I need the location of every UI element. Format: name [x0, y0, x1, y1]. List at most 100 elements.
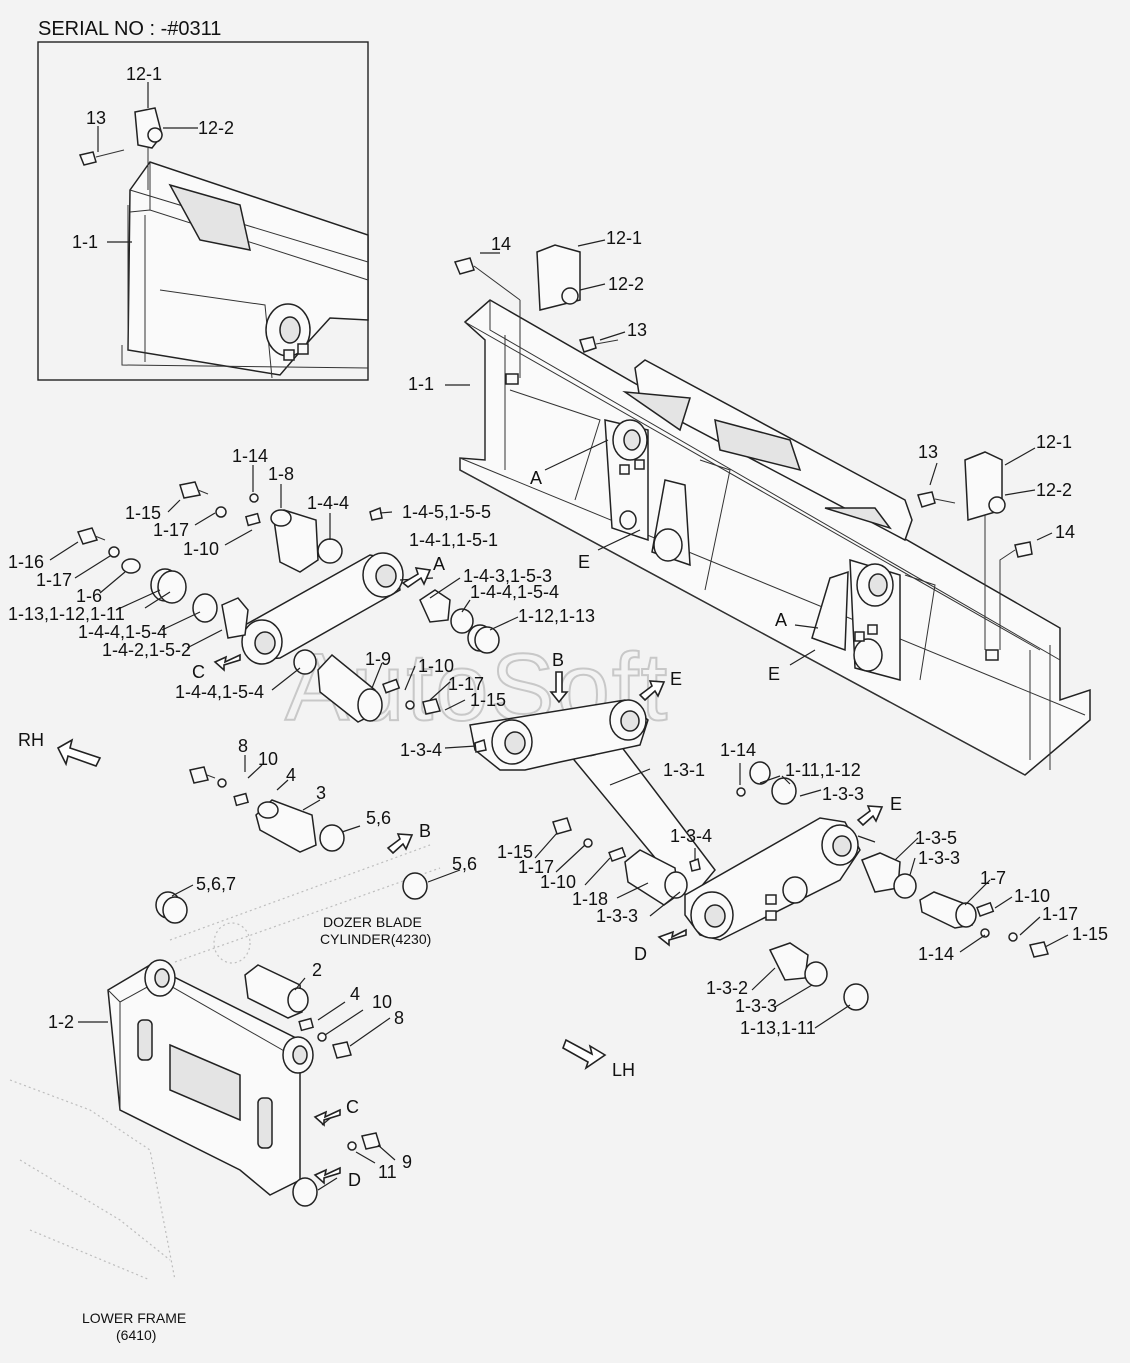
blade-label: 14 — [491, 234, 511, 254]
inset-panel: 12-1 13 12-2 1-1 — [37, 41, 369, 381]
inset-label: 1-1 — [72, 232, 98, 252]
cylinder-pin-group: 8 10 4 3 5,6 B 5,6 5,6,7 DOZER BLADE CYL… — [155, 736, 477, 964]
frame-label: 1-17 — [1042, 904, 1078, 924]
link-label: 1-12,1-13 — [518, 606, 595, 626]
lower-label: D — [348, 1170, 361, 1190]
cylinder-label: 10 — [258, 749, 278, 769]
lower-label: 4 — [350, 984, 360, 1004]
link-label: 1-16 — [8, 552, 44, 572]
link-label: C — [192, 662, 205, 682]
cylinder-label: 3 — [316, 783, 326, 803]
lower-label: C — [346, 1097, 359, 1117]
link-label: 1-9 — [365, 649, 391, 669]
upper-link-assembly: 1-14 1-8 1-15 1-17 1-10 1-4-4 1-4-5,1-5-… — [8, 446, 682, 723]
link-label: 1-10 — [418, 656, 454, 676]
frame-label: 1-3-3 — [735, 996, 777, 1016]
frame-label: E — [890, 794, 902, 814]
lower-label: 11 — [378, 1162, 397, 1182]
link-label: 1-4-5,1-5-5 — [402, 502, 491, 522]
lower-frame-note: (6410) — [116, 1327, 156, 1343]
link-label: 1-4-4,1-5-4 — [78, 622, 167, 642]
serial-number-title: SERIAL NO : -#0311 — [38, 18, 221, 40]
blade-label: A — [775, 610, 787, 630]
dozer-blade-assembly: 14 12-1 12-2 13 1-1 A 13 12-1 12-2 14 E … — [408, 228, 1091, 776]
cylinder-label: 4 — [286, 765, 296, 785]
link-label: 1-15 — [125, 503, 161, 523]
link-label: 1-4-3,1-5-3 — [463, 566, 552, 586]
frame-label: 1-10 — [1014, 886, 1050, 906]
inset-label: 12-2 — [198, 118, 234, 138]
cylinder-label: 5,6 — [366, 808, 391, 828]
link-label: 1-17 — [448, 674, 484, 694]
link-label: 1-4-4,1-5-4 — [470, 582, 559, 602]
link-label: 1-4-1,1-5-1 — [409, 530, 498, 550]
frame-label: D — [634, 944, 647, 964]
frame-label: 1-3-3 — [822, 784, 864, 804]
blade-label: 13 — [627, 320, 647, 340]
frame-label: 1-3-4 — [670, 826, 712, 846]
link-label: 1-13,1-12,1-11 — [8, 604, 125, 624]
frame-label: 1-15 — [497, 842, 533, 862]
lower-label: 2 — [312, 960, 322, 980]
frame-label: 1-3-5 — [915, 828, 957, 848]
blade-label: 1-1 — [408, 374, 434, 394]
link-label: 1-6 — [76, 586, 102, 606]
rh-direction-label: RH — [18, 730, 44, 750]
lower-frame-note: LOWER FRAME — [82, 1310, 186, 1326]
cylinder-note: CYLINDER(4230) — [320, 931, 431, 947]
lh-arrow-icon — [562, 1038, 607, 1071]
link-label: B — [552, 650, 564, 670]
frame-label: 1-3-4 — [400, 740, 442, 760]
lh-direction-label: LH — [612, 1060, 635, 1080]
lower-label: 1-2 — [48, 1012, 74, 1032]
frame-label: 1-10 — [540, 872, 576, 892]
frame-label: 1-11,1-12 — [785, 760, 861, 780]
blade-label: E — [578, 552, 590, 572]
blade-label: 14 — [1055, 522, 1075, 542]
link-label: 1-8 — [268, 464, 294, 484]
frame-label: 1-15 — [1072, 924, 1108, 944]
inset-label: 13 — [86, 108, 106, 128]
frame-label: 1-7 — [980, 868, 1006, 888]
frame-label: 1-3-3 — [918, 848, 960, 868]
frame-label: 1-17 — [518, 857, 554, 877]
blade-label: 13 — [918, 442, 938, 462]
link-label: E — [670, 669, 682, 689]
frame-label: 1-18 — [572, 889, 608, 909]
frame-label: 1-3-3 — [596, 906, 638, 926]
link-label: 1-17 — [153, 520, 189, 540]
link-label: 1-14 — [232, 446, 268, 466]
cylinder-note: DOZER BLADE — [323, 914, 422, 930]
frame-label: 1-14 — [720, 740, 756, 760]
link-label: 1-4-4,1-5-4 — [175, 682, 264, 702]
lower-frame-bracket: 2 4 10 8 1-2 C 9 11 D LOWER FRAME (6410) — [9, 959, 412, 1343]
link-label: 1-4-4 — [307, 493, 349, 513]
lower-label: 8 — [394, 1008, 404, 1028]
link-label: 1-4-2,1-5-2 — [102, 640, 191, 660]
blade-label: A — [530, 468, 542, 488]
cylinder-label: 5,6,7 — [196, 874, 236, 894]
frame-label: 1-14 — [918, 944, 954, 964]
frame-label: 1-13,1-11 — [740, 1018, 816, 1038]
orientation-indicators: RH LH — [18, 730, 635, 1080]
cylinder-label: B — [419, 821, 431, 841]
rh-arrow-icon — [56, 738, 102, 767]
blade-label: 12-2 — [1036, 480, 1072, 500]
inset-label: 12-1 — [126, 64, 162, 84]
blade-label: 12-2 — [608, 274, 644, 294]
blade-label: E — [768, 664, 780, 684]
link-label: 1-15 — [470, 690, 506, 710]
link-label: 1-17 — [36, 570, 72, 590]
blade-label: 12-1 — [606, 228, 642, 248]
link-label: A — [433, 554, 445, 574]
frame-label: 1-3-1 — [663, 760, 705, 780]
lower-label: 9 — [402, 1152, 412, 1172]
cylinder-label: 8 — [238, 736, 248, 756]
lower-label: 10 — [372, 992, 392, 1012]
link-label: 1-10 — [183, 539, 219, 559]
blade-label: 12-1 — [1036, 432, 1072, 452]
cylinder-label: 5,6 — [452, 854, 477, 874]
frame-label: 1-3-2 — [706, 978, 748, 998]
